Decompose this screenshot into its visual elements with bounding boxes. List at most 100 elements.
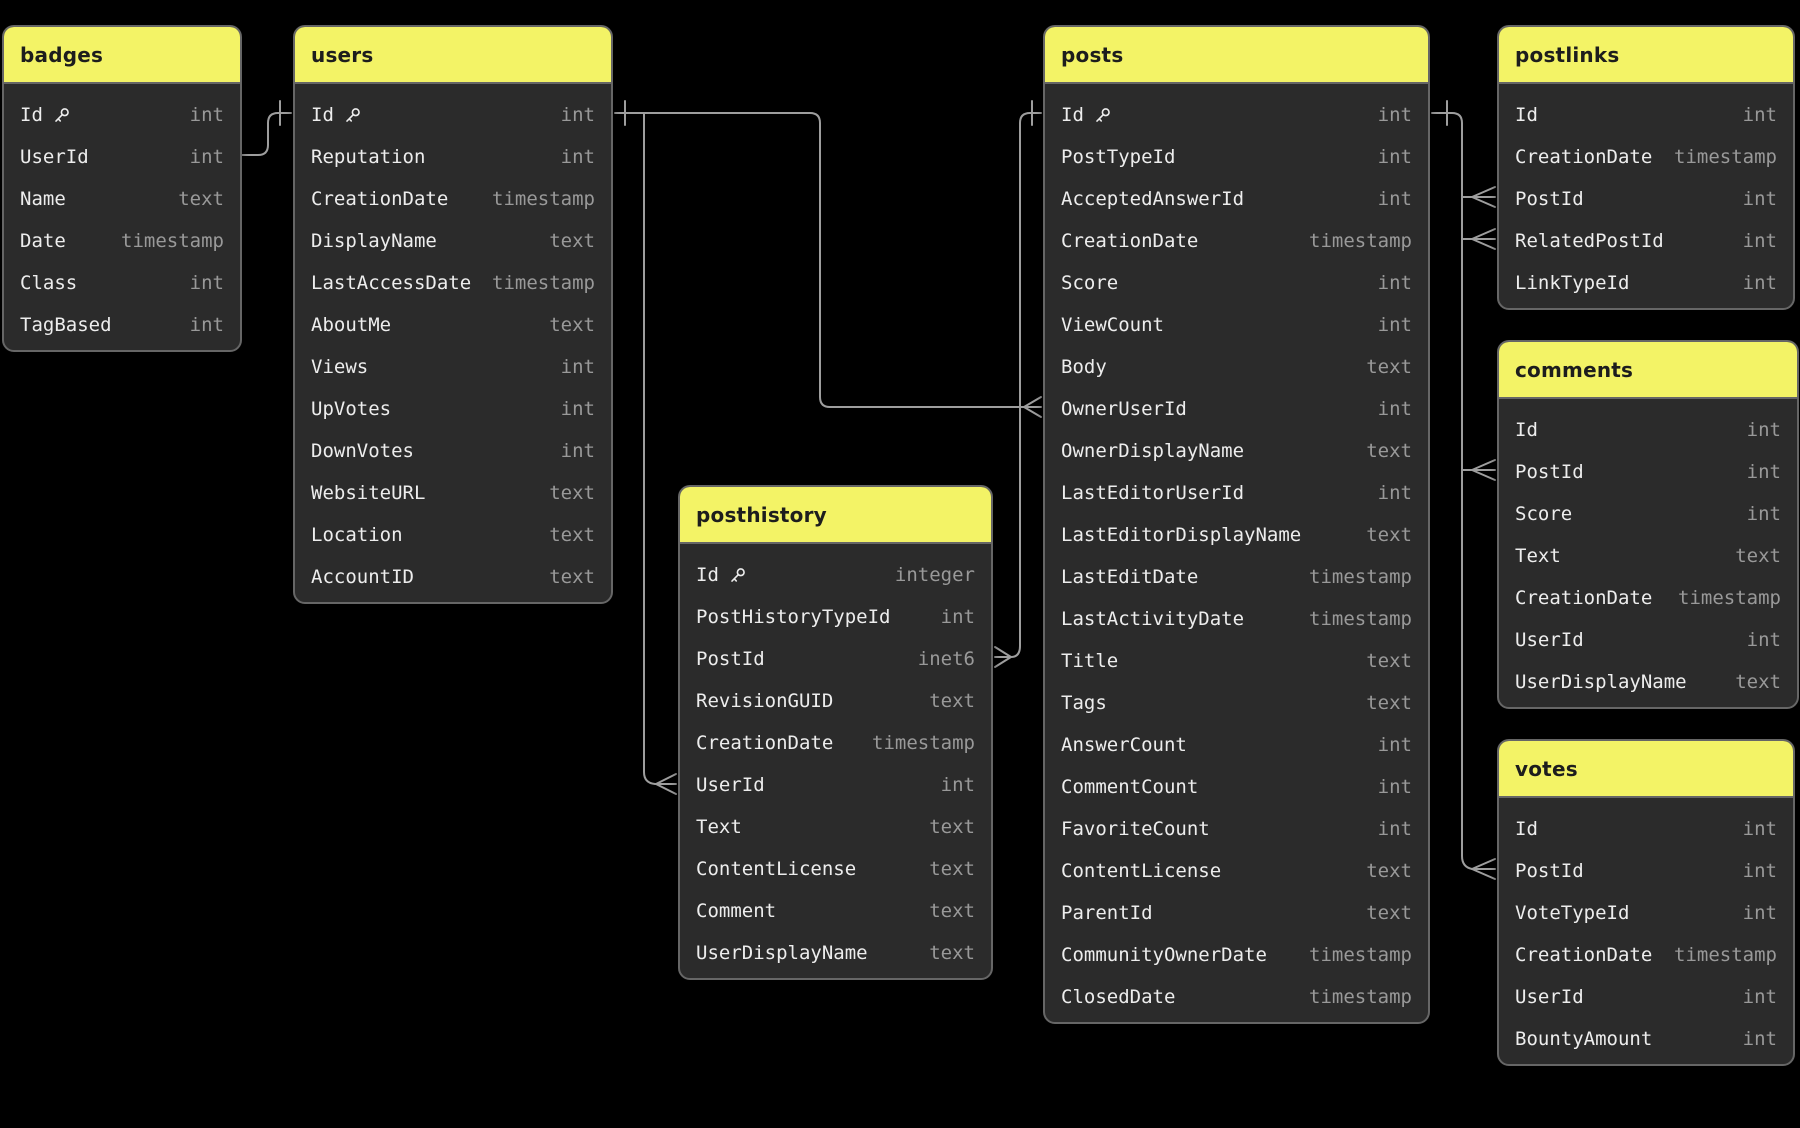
- table-header[interactable]: postlinks: [1499, 27, 1793, 84]
- table-header[interactable]: votes: [1499, 741, 1793, 798]
- relationship-posts-id-trunk[interactable]: [1431, 100, 1473, 870]
- field-name: Id: [1515, 419, 1538, 441]
- relationship-posts-id-postlinks-postid[interactable]: [1461, 186, 1496, 208]
- field-type: int: [1742, 860, 1777, 882]
- field-name: ClosedDate: [1061, 986, 1176, 1008]
- connector-line: [241, 112, 292, 156]
- table-header[interactable]: badges: [4, 27, 240, 84]
- field-name: VoteTypeId: [1515, 902, 1630, 924]
- table-header[interactable]: posthistory: [680, 487, 991, 544]
- relationship-badges-userid-users-id[interactable]: [241, 100, 292, 156]
- relationship-users-id-posts-owneruserid[interactable]: [614, 100, 1042, 418]
- relationship-posts-id-postlinks-relatedpostid[interactable]: [1461, 228, 1496, 250]
- relationship-users-id-posthistory-userid[interactable]: [643, 112, 677, 795]
- table-header[interactable]: posts: [1045, 27, 1428, 84]
- relationship-posts-id-comments-postid[interactable]: [1461, 459, 1496, 481]
- table-header[interactable]: comments: [1499, 342, 1797, 399]
- relationship-posts-id-posthistory-postid[interactable]: [994, 100, 1042, 668]
- field-type: int: [1377, 818, 1412, 840]
- relationship-posts-id-votes-postid[interactable]: [1471, 858, 1496, 880]
- table-header[interactable]: users: [295, 27, 611, 84]
- field-name: CreationDate: [1061, 230, 1199, 252]
